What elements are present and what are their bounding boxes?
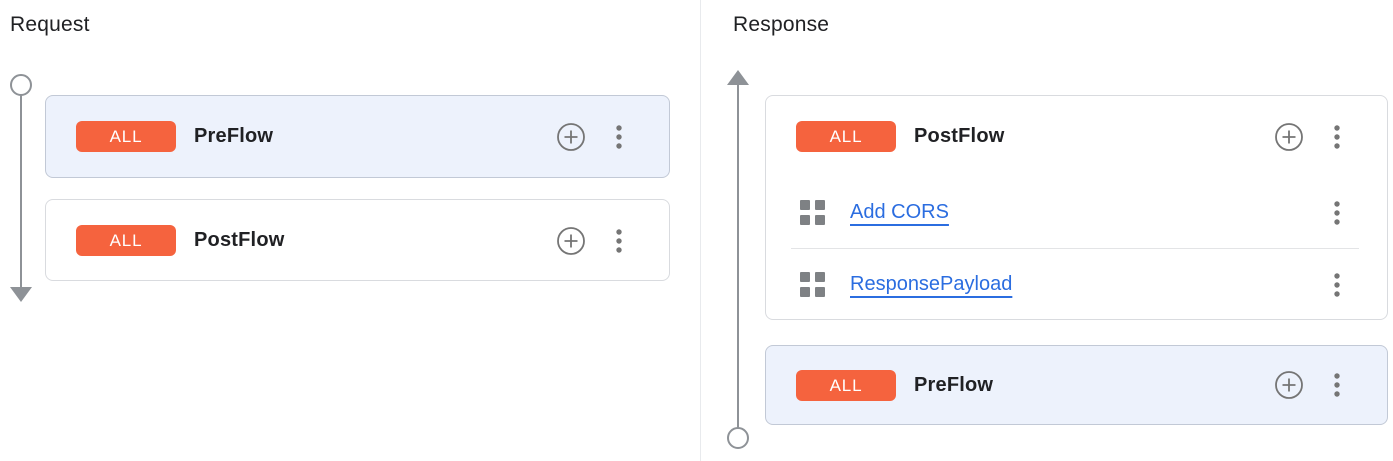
flow-menu-button[interactable] — [1333, 371, 1341, 399]
flow-card-response-preflow[interactable]: ALL PreFlow — [765, 345, 1388, 425]
add-policy-button[interactable] — [1274, 370, 1304, 400]
flow-actions — [1274, 122, 1341, 152]
response-panel: Response ALL PostFlow — [701, 0, 1393, 461]
policy-grid-icon[interactable] — [799, 271, 827, 299]
add-circle-icon — [557, 122, 585, 151]
condition-badge: ALL — [76, 121, 176, 152]
condition-badge: ALL — [76, 225, 176, 256]
add-circle-icon — [1275, 371, 1303, 399]
flow-header: ALL PostFlow — [766, 96, 1387, 177]
flow-actions — [1274, 370, 1341, 400]
add-policy-button[interactable] — [1274, 122, 1304, 152]
more-vert-icon — [616, 228, 622, 253]
flow-name: PreFlow — [194, 125, 274, 147]
more-vert-icon — [616, 124, 622, 149]
add-policy-button[interactable] — [556, 122, 586, 152]
add-circle-icon — [557, 226, 585, 255]
policy-link-responsepayload[interactable]: ResponsePayload — [850, 273, 1013, 295]
policy-row-add-cors: Add CORS — [766, 177, 1387, 248]
flow-menu-button[interactable] — [615, 227, 623, 255]
flow-header: ALL PreFlow — [766, 346, 1387, 424]
flow-menu-button[interactable] — [1333, 123, 1341, 151]
flow-name: PostFlow — [914, 125, 1005, 147]
policy-grid-icon[interactable] — [799, 199, 827, 227]
more-vert-icon — [1334, 124, 1340, 149]
policy-row-responsepayload: ResponsePayload — [766, 249, 1387, 320]
flow-menu-button[interactable] — [615, 123, 623, 151]
policy-actions — [1333, 199, 1341, 227]
condition-badge: ALL — [796, 121, 896, 152]
request-panel: Request ALL PreFlow — [10, 13, 670, 302]
more-vert-icon — [1334, 373, 1340, 397]
flow-name: PostFlow — [194, 229, 285, 251]
add-policy-button[interactable] — [556, 226, 586, 256]
policy-link-add-cors[interactable]: Add CORS — [850, 201, 949, 223]
response-timeline-line — [737, 84, 739, 428]
more-vert-icon — [1334, 200, 1340, 225]
request-panel-title: Request — [10, 13, 90, 36]
flow-actions — [556, 122, 623, 152]
flow-name: PreFlow — [914, 373, 994, 396]
flow-card-request-preflow[interactable]: ALL PreFlow — [45, 95, 670, 178]
panel-divider — [700, 0, 701, 461]
policy-menu-button[interactable] — [1333, 271, 1341, 299]
response-timeline-end-circle — [727, 427, 749, 449]
policy-menu-button[interactable] — [1333, 199, 1341, 227]
response-timeline-arrow-up-icon — [727, 70, 749, 85]
response-panel-title: Response — [733, 13, 830, 36]
request-timeline-line — [20, 95, 22, 287]
policy-actions — [1333, 271, 1341, 299]
policy-divider — [791, 248, 1359, 249]
flow-card-response-postflow[interactable]: ALL PostFlow — [765, 95, 1388, 320]
request-timeline-start-circle — [10, 74, 32, 96]
flow-header: ALL PostFlow — [46, 200, 669, 281]
condition-badge: ALL — [796, 369, 896, 401]
more-vert-icon — [1334, 272, 1340, 297]
add-circle-icon — [1275, 122, 1303, 151]
flow-header: ALL PreFlow — [46, 96, 669, 177]
request-timeline-arrow-down-icon — [10, 287, 32, 302]
flow-actions — [556, 226, 623, 256]
flow-card-request-postflow[interactable]: ALL PostFlow — [45, 199, 670, 281]
